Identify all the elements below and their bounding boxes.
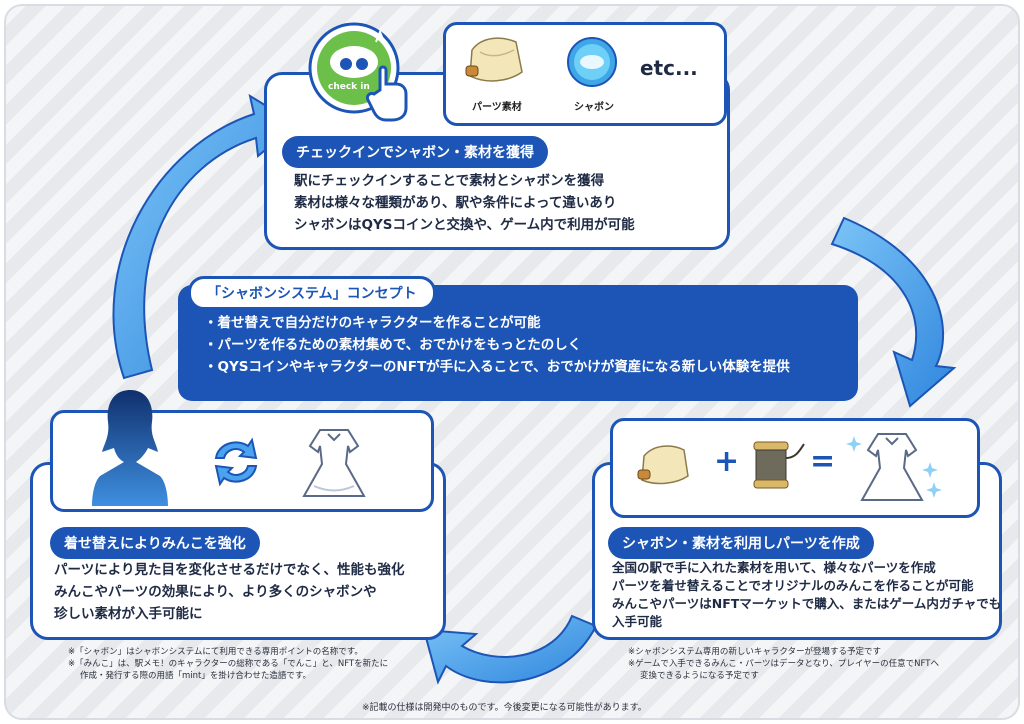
- checkin-line-3: シャボンはQYSコインと交換や、ゲーム内で利用が可能: [294, 217, 635, 233]
- create-title: シャボン・素材を利用しパーツを作成: [608, 527, 874, 559]
- cloth-material-icon: [637, 445, 689, 485]
- checkin-description: 駅にチェックインすることで素材とシャボンを獲得 素材は様々な種類があり、駅や条件…: [294, 170, 635, 236]
- arrow-to-create: [830, 216, 957, 408]
- equals-sign: =: [810, 444, 836, 479]
- enhance-description: パーツにより見た目を変化させるだけでなく、性能も強化 みんこやパーツの効果により…: [54, 559, 404, 625]
- plus-sign: +: [714, 444, 740, 479]
- footer-note: ※記載の仕様は開発中のものです。今後変更になる可能性があります。: [362, 703, 647, 713]
- create-note-1: ※シャボンシステム専用の新しいキャラクターが登場する予定です: [628, 647, 882, 657]
- create-line-3: みんこやパーツはNFTマーケットで購入、またはゲーム内ガチャでも: [612, 596, 1002, 611]
- create-note-3: 変換できるようになる予定です: [640, 671, 759, 681]
- checkin-title: チェックインでシャボン・素材を獲得: [282, 136, 548, 168]
- etc-label: etc...: [640, 56, 698, 80]
- shabon-coin-icon: [567, 37, 617, 87]
- create-note-2: ※ゲームで入手できるみんこ・パーツはデータとなり、プレイヤーの任意でNFTへ: [628, 659, 939, 669]
- enhance-notes: ※「シャボン」はシャボンシステムにて利用できる専用ポイントの名称です。 ※「みん…: [68, 646, 388, 682]
- enhance-note-2: ※「みんこ」は、駅メモ！のキャラクターの総称である「でんこ」と、NFTを新たに: [68, 659, 389, 669]
- concept-line-3: ・QYSコインやキャラクターのNFTが手に入ることで、おでかけが資産になる新しい…: [204, 359, 790, 375]
- concept-line-2: ・パーツを作るための素材集めで、おでかけをもっとたのしく: [204, 337, 582, 353]
- shabon-label: シャボン: [574, 102, 614, 113]
- dress-result-icon: [846, 433, 942, 501]
- enhance-note-3: 作成・発行する際の用語「mint」を掛け合わせた造語です。: [80, 671, 312, 681]
- character-silhouette-icon: [92, 390, 168, 506]
- concept-line-1: ・着せ替えで自分だけのキャラクターを作ることが可能: [204, 315, 541, 331]
- diagram-canvas: check in パーツ素材 シャボン etc... チェックインでシャボン・素…: [4, 4, 1020, 720]
- enhance-note-1: ※「シャボン」はシャボンシステムにて利用できる専用ポイントの名称です。: [68, 647, 363, 657]
- checkin-badge-icon: [308, 22, 408, 122]
- dress-icon: [302, 429, 366, 497]
- swap-arrows-icon: [214, 437, 258, 487]
- enhance-title: 着せ替えによりみんこを強化: [50, 527, 260, 559]
- create-line-2: パーツを着せ替えることでオリジナルのみんこを作ることが可能: [612, 578, 974, 593]
- create-line-4: 入手可能: [612, 614, 663, 629]
- thread-spool-icon: [753, 441, 805, 489]
- enhance-line-2: みんこやパーツの効果により、より多くのシャボンや: [54, 584, 377, 600]
- create-line-1: 全国の駅で手に入れた素材を用いて、様々なパーツを作成: [612, 560, 936, 575]
- cloth-material-icon: [465, 37, 523, 82]
- enhance-line-3: 珍しい素材が入手可能に: [54, 606, 203, 622]
- checkin-line-2: 素材は様々な種類があり、駅や条件によって違いあり: [294, 195, 617, 211]
- concept-description: ・着せ替えで自分だけのキャラクターを作ることが可能 ・パーツを作るための素材集め…: [204, 312, 790, 378]
- enhance-line-1: パーツにより見た目を変化させるだけでなく、性能も強化: [54, 562, 405, 578]
- checkin-badge-label: check in: [328, 82, 370, 92]
- checkin-line-1: 駅にチェックインすることで素材とシャボンを獲得: [294, 173, 605, 189]
- create-description: 全国の駅で手に入れた素材を用いて、様々なパーツを作成 パーツを着せ替えることでオ…: [612, 559, 1001, 631]
- create-notes: ※シャボンシステム専用の新しいキャラクターが登場する予定です ※ゲームで入手でき…: [628, 646, 939, 682]
- parts-material-label: パーツ素材: [472, 102, 522, 113]
- arrow-to-enhance: [422, 614, 598, 685]
- concept-title: 「シャボンシステム」コンセプト: [188, 276, 436, 310]
